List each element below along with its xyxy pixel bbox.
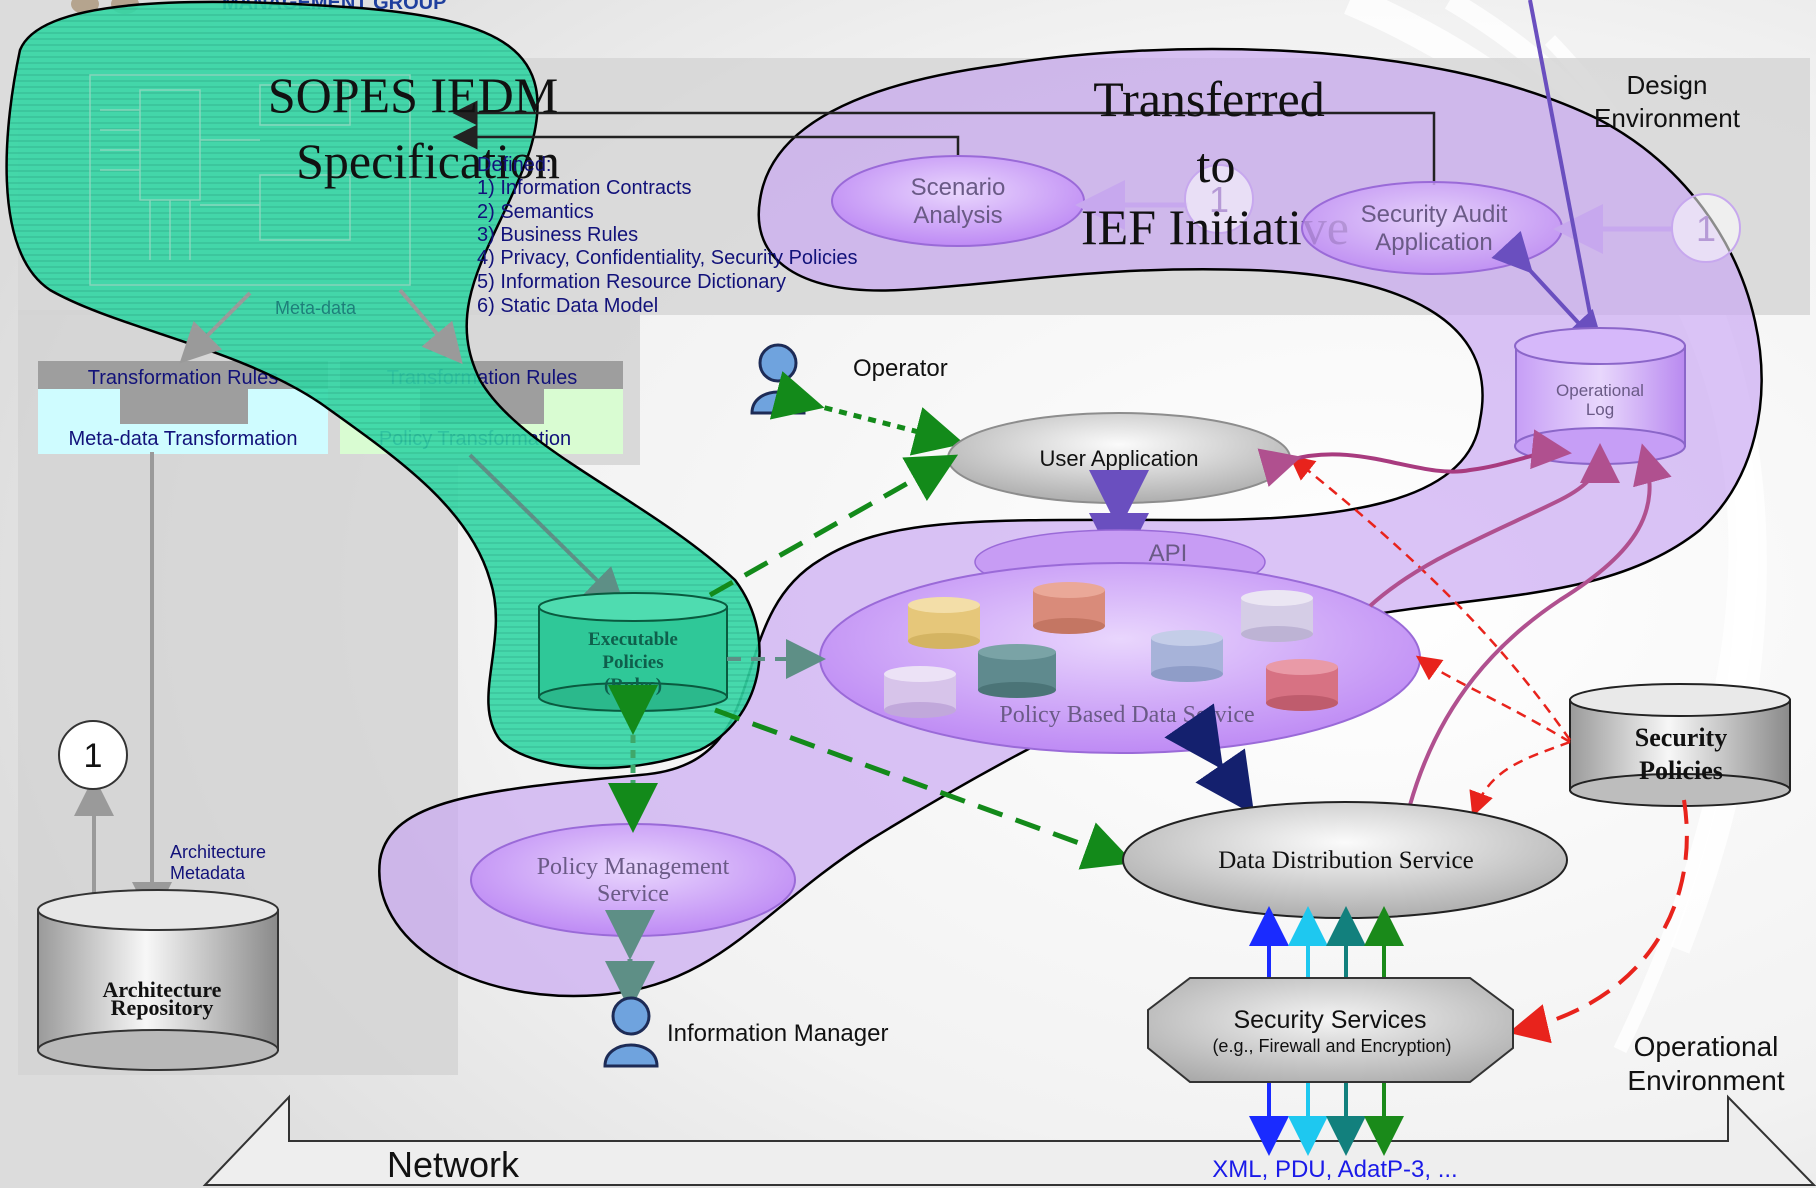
svg-text:1: 1 — [84, 737, 103, 775]
operational-log-line1: Operational — [1556, 381, 1644, 400]
operator-to-user-app-arrow — [769, 371, 965, 456]
network-arrow[interactable]: Network XML, PDU, AdatP-3, ... — [202, 1094, 1816, 1186]
policy-management-line1: Policy Management — [537, 854, 730, 880]
sopes-title-line2: Specification — [296, 133, 560, 189]
scenario-analysis-node[interactable]: Scenario Analysis — [831, 155, 1085, 247]
purple-region-blob — [378, 47, 1763, 998]
defined-item-3: 3) Business Rules — [477, 224, 638, 246]
policy-management-service-node[interactable]: Policy Management Service — [470, 823, 796, 937]
design-environment-label-2: Environment — [1594, 103, 1741, 133]
green-region-blob — [5, 0, 761, 770]
sopes-title-line1: SOPES IEDM — [268, 67, 558, 123]
feedback-arrows-to-spec — [452, 100, 1436, 185]
design-environment-label-1: Design — [1627, 70, 1708, 100]
operational-environment-label-1: Operational — [1634, 1031, 1779, 1062]
uml-diagram-thumbnail — [89, 74, 411, 286]
executable-policies-node[interactable]: Executable Policies (Rules) — [538, 592, 728, 712]
user-application-label: User Application — [1040, 446, 1199, 471]
security-audit-line2: Application — [1375, 229, 1492, 256]
defined-item-4: 4) Privacy, Confidentiality, Security Po… — [477, 247, 858, 269]
executable-policies-line2: Policies — [602, 652, 663, 673]
policy-based-data-service-node[interactable]: Policy Based Data Service — [819, 562, 1421, 754]
information-manager-label: Information Manager — [667, 1020, 888, 1047]
architecture-metadata-line2: Metadata — [170, 863, 246, 883]
svg-text:1: 1 — [1696, 208, 1716, 249]
dds-security-services-arrows — [1249, 906, 1404, 977]
security-policy-red-arrows — [1289, 455, 1572, 818]
defined-item-5: 5) Information Resource Dictionary — [477, 271, 786, 293]
defined-list-title: Defined: — [477, 154, 552, 176]
security-services-line1: Security Services — [1233, 1006, 1426, 1034]
operational-log-node[interactable]: Operational Log — [1514, 327, 1686, 465]
security-services-node[interactable]: Security Services (e.g., Firewall and En… — [1147, 977, 1514, 1083]
policy-based-data-service-label: Policy Based Data Service — [999, 702, 1254, 728]
magenta-log-arrows — [1257, 429, 1672, 806]
api-label: API — [1149, 540, 1188, 567]
badge-left: 1 — [58, 720, 128, 790]
operator-label: Operator — [853, 355, 948, 382]
security-policies-node[interactable]: Security Policies — [1569, 683, 1791, 807]
security-policies-line2: Policies — [1639, 756, 1723, 785]
security-services-line2: (e.g., Firewall and Encryption) — [1212, 1036, 1451, 1056]
meta-data-transformation-label: Meta-data Transformation — [69, 428, 298, 450]
architecture-repository-line1: Architecture — [103, 977, 222, 1002]
security-services-network-arrows — [1249, 1083, 1404, 1156]
defined-item-6: 6) Static Data Model — [477, 295, 658, 317]
policy-transform-to-executable-arrow — [468, 453, 626, 609]
svg-text:1: 1 — [1209, 179, 1229, 220]
user-application-node[interactable]: User Application — [947, 412, 1291, 504]
executable-policies-line3: (Rules) — [604, 675, 662, 696]
network-label: Network — [387, 1144, 520, 1185]
transferred-line2: to — [1197, 137, 1236, 193]
protocols-label: XML, PDU, AdatP-3, ... — [1212, 1156, 1457, 1183]
scenario-analysis-line1: Scenario — [911, 174, 1006, 201]
executable-policies-line1: Executable — [588, 629, 678, 650]
architecture-repository-node[interactable]: Architecture Repository — [37, 889, 279, 1071]
scenario-analysis-line2: Analysis — [913, 202, 1002, 229]
operational-log-line2: Log — [1586, 400, 1614, 419]
exec-to-dds-arrow — [714, 707, 1135, 870]
architecture-metadata-line1: Architecture — [170, 842, 266, 862]
security-audit-node[interactable]: Security Audit Application — [1301, 181, 1563, 275]
policy-management-line2: Service — [597, 881, 669, 907]
badge-scenario: 1 — [1184, 164, 1254, 234]
architecture-repository-line2: Repository — [111, 995, 214, 1020]
data-store-cylinders — [884, 582, 1338, 718]
security-audit-line1: Security Audit — [1361, 201, 1508, 228]
information-manager-user-icon — [603, 996, 659, 1068]
meta-data-transformation-box: Transformation Rules Meta-data Transform… — [38, 361, 328, 454]
transferred-line1: Transferred — [1093, 71, 1324, 127]
meta-data-arrows — [74, 288, 463, 922]
security-policies-to-services-arrow — [1508, 799, 1689, 1044]
data-distribution-service-node[interactable]: Data Distribution Service — [1122, 801, 1568, 919]
badge-audit: 1 — [1671, 193, 1741, 263]
defined-item-2: 2) Semantics — [477, 201, 594, 223]
transformation-rules-label-1: Transformation Rules — [88, 367, 278, 389]
pbds-dds-arrow — [1164, 703, 1255, 815]
meta-data-label: Meta-data — [275, 298, 357, 318]
defined-item-1: 1) Information Contracts — [477, 177, 692, 199]
defined-list: Defined: 1) Information Contracts 2) Sem… — [477, 154, 858, 317]
operational-environment-label-2: Environment — [1627, 1065, 1784, 1096]
security-policies-line1: Security — [1635, 723, 1727, 752]
data-distribution-service-label: Data Distribution Service — [1218, 847, 1474, 874]
exec-to-user-app-arrow — [708, 454, 959, 598]
